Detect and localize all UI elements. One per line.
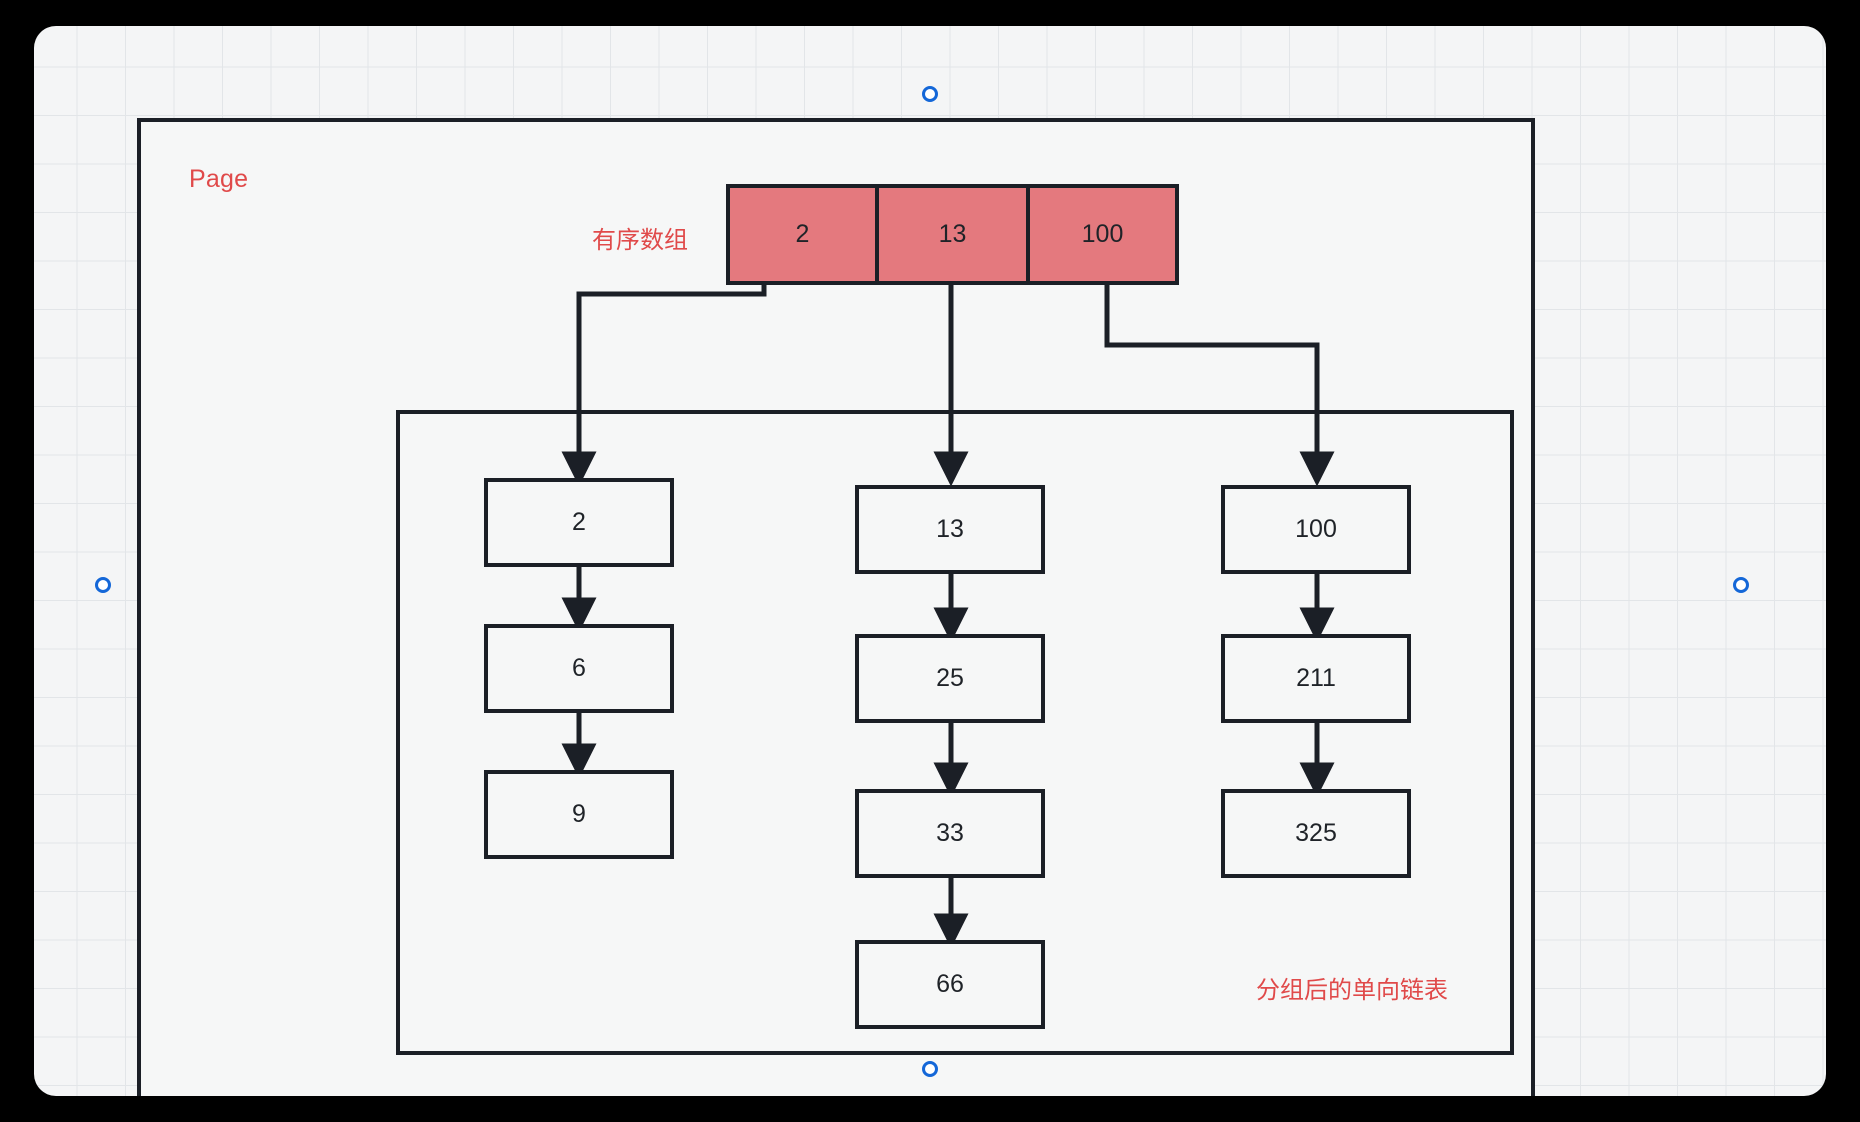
list-node[interactable]: 33 xyxy=(855,789,1045,878)
list-node[interactable]: 66 xyxy=(855,940,1045,1029)
sorted-array-label: 有序数组 xyxy=(592,227,688,254)
page-label: Page xyxy=(189,165,249,193)
list-node[interactable]: 2 xyxy=(484,478,674,567)
array-cell[interactable]: 2 xyxy=(726,184,877,285)
resize-handle-top[interactable] xyxy=(922,86,938,102)
list-node[interactable]: 211 xyxy=(1221,634,1411,723)
resize-handle-bottom[interactable] xyxy=(922,1061,938,1077)
list-node[interactable]: 9 xyxy=(484,770,674,859)
list-node[interactable]: 100 xyxy=(1221,485,1411,574)
array-cell[interactable]: 100 xyxy=(1028,184,1179,285)
list-node[interactable]: 13 xyxy=(855,485,1045,574)
linked-list-label: 分组后的单向链表 xyxy=(1256,977,1448,1004)
sorted-array[interactable]: 2 13 100 xyxy=(726,184,1179,285)
list-node[interactable]: 6 xyxy=(484,624,674,713)
resize-handle-right[interactable] xyxy=(1733,577,1749,593)
list-node[interactable]: 325 xyxy=(1221,789,1411,878)
list-node[interactable]: 25 xyxy=(855,634,1045,723)
linked-list-container[interactable] xyxy=(396,410,1514,1055)
resize-handle-left[interactable] xyxy=(95,577,111,593)
array-cell[interactable]: 13 xyxy=(877,184,1028,285)
diagram-canvas[interactable]: Page 有序数组 2 13 100 分组后的单向链表 xyxy=(34,26,1826,1096)
